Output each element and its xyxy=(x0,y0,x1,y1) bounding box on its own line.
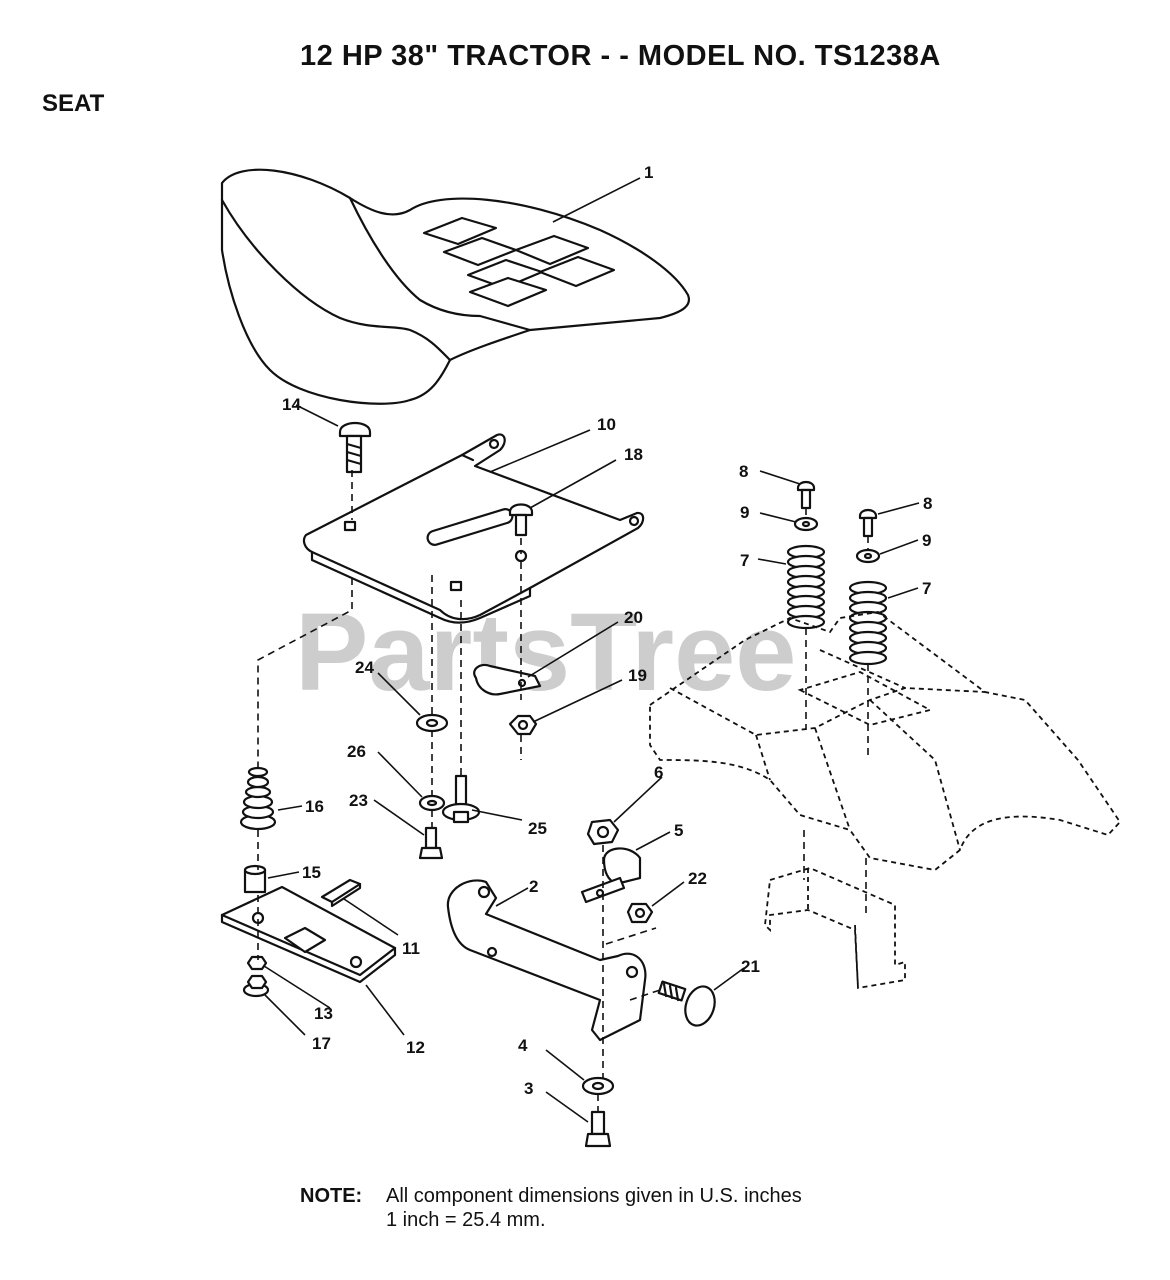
callout-20: 20 xyxy=(624,608,643,627)
note-line-1: All component dimensions given in U.S. i… xyxy=(386,1185,802,1207)
callout-23: 23 xyxy=(349,791,368,810)
part-bolt-8-left xyxy=(796,480,816,510)
part-spring-7-right xyxy=(848,580,888,666)
part-spring-16 xyxy=(239,766,277,831)
callout-14: 14 xyxy=(282,395,301,414)
part-bushing-15 xyxy=(243,864,267,894)
callout-9-left: 9 xyxy=(740,503,749,522)
assembly-lines xyxy=(257,470,869,1112)
part-clamp-20 xyxy=(473,663,542,696)
callout-15: 15 xyxy=(302,863,321,882)
callout-17: 17 xyxy=(312,1034,331,1053)
callout-10: 10 xyxy=(597,415,616,434)
callout-16: 16 xyxy=(305,797,324,816)
part-key-11 xyxy=(320,878,362,908)
part-bolt-18 xyxy=(508,503,534,537)
part-carriage-bolt-14 xyxy=(338,421,372,474)
footnote: NOTE: All component dimensions given in U… xyxy=(300,1184,802,1232)
note-label: NOTE: xyxy=(300,1185,363,1207)
part-washer-24 xyxy=(415,713,449,733)
callout-1: 1 xyxy=(644,163,653,182)
callout-13: 13 xyxy=(314,1004,333,1023)
section-label: SEAT xyxy=(42,90,105,117)
part-seat-pan xyxy=(302,433,645,624)
callout-11: 11 xyxy=(402,939,420,958)
callout-19: 19 xyxy=(628,666,647,685)
part-nut-19 xyxy=(508,714,538,736)
callout-12: 12 xyxy=(406,1038,425,1057)
part-washer-9-right xyxy=(855,548,881,564)
part-nut-6 xyxy=(586,818,620,846)
callout-7-right: 7 xyxy=(922,579,931,598)
callout-3: 3 xyxy=(524,1079,533,1098)
part-clamp-5 xyxy=(580,847,642,904)
callout-8-right: 8 xyxy=(923,494,932,513)
callout-25: 25 xyxy=(528,819,547,838)
part-bolt-21 xyxy=(657,980,716,1027)
callout-24: 24 xyxy=(355,658,374,677)
part-bolt-8-right xyxy=(858,508,878,538)
part-bolt-25 xyxy=(441,774,481,824)
leader-lines xyxy=(263,177,920,1123)
callout-2: 2 xyxy=(529,877,538,896)
note-line-2: 1 inch = 25.4 mm. xyxy=(386,1209,546,1231)
part-latch-plate-12 xyxy=(220,885,397,984)
part-washer-4 xyxy=(581,1076,615,1096)
part-bolt-23 xyxy=(418,826,444,860)
frame-reference-outline xyxy=(649,611,1122,990)
part-washer-9-left xyxy=(793,516,819,532)
watermark-text: PartsTree xyxy=(295,591,796,714)
callout-22: 22 xyxy=(688,869,707,888)
part-spring-7-left xyxy=(786,544,826,630)
callout-26: 26 xyxy=(347,742,366,761)
callout-21: 21 xyxy=(741,957,760,976)
callout-9-right: 9 xyxy=(922,531,931,550)
callout-6: 6 xyxy=(654,763,663,782)
page-title: 12 HP 38" TRACTOR - - MODEL NO. TS1238A xyxy=(300,40,941,72)
part-lockwasher-26 xyxy=(418,794,446,812)
callout-5: 5 xyxy=(674,821,683,840)
callout-8-left: 8 xyxy=(739,462,748,481)
part-nut-17 xyxy=(242,974,270,998)
part-bolt-3 xyxy=(584,1110,612,1148)
part-nut-13 xyxy=(246,955,268,971)
callout-18: 18 xyxy=(624,445,643,464)
part-nut-22 xyxy=(626,902,654,924)
part-seat xyxy=(220,168,691,405)
callout-7-left: 7 xyxy=(740,551,749,570)
callout-labels: 1 2 3 4 5 6 7 7 8 8 9 9 10 11 12 13 14 1… xyxy=(282,163,932,1098)
part-bracket-2 xyxy=(446,879,647,1042)
callout-4: 4 xyxy=(518,1036,528,1055)
